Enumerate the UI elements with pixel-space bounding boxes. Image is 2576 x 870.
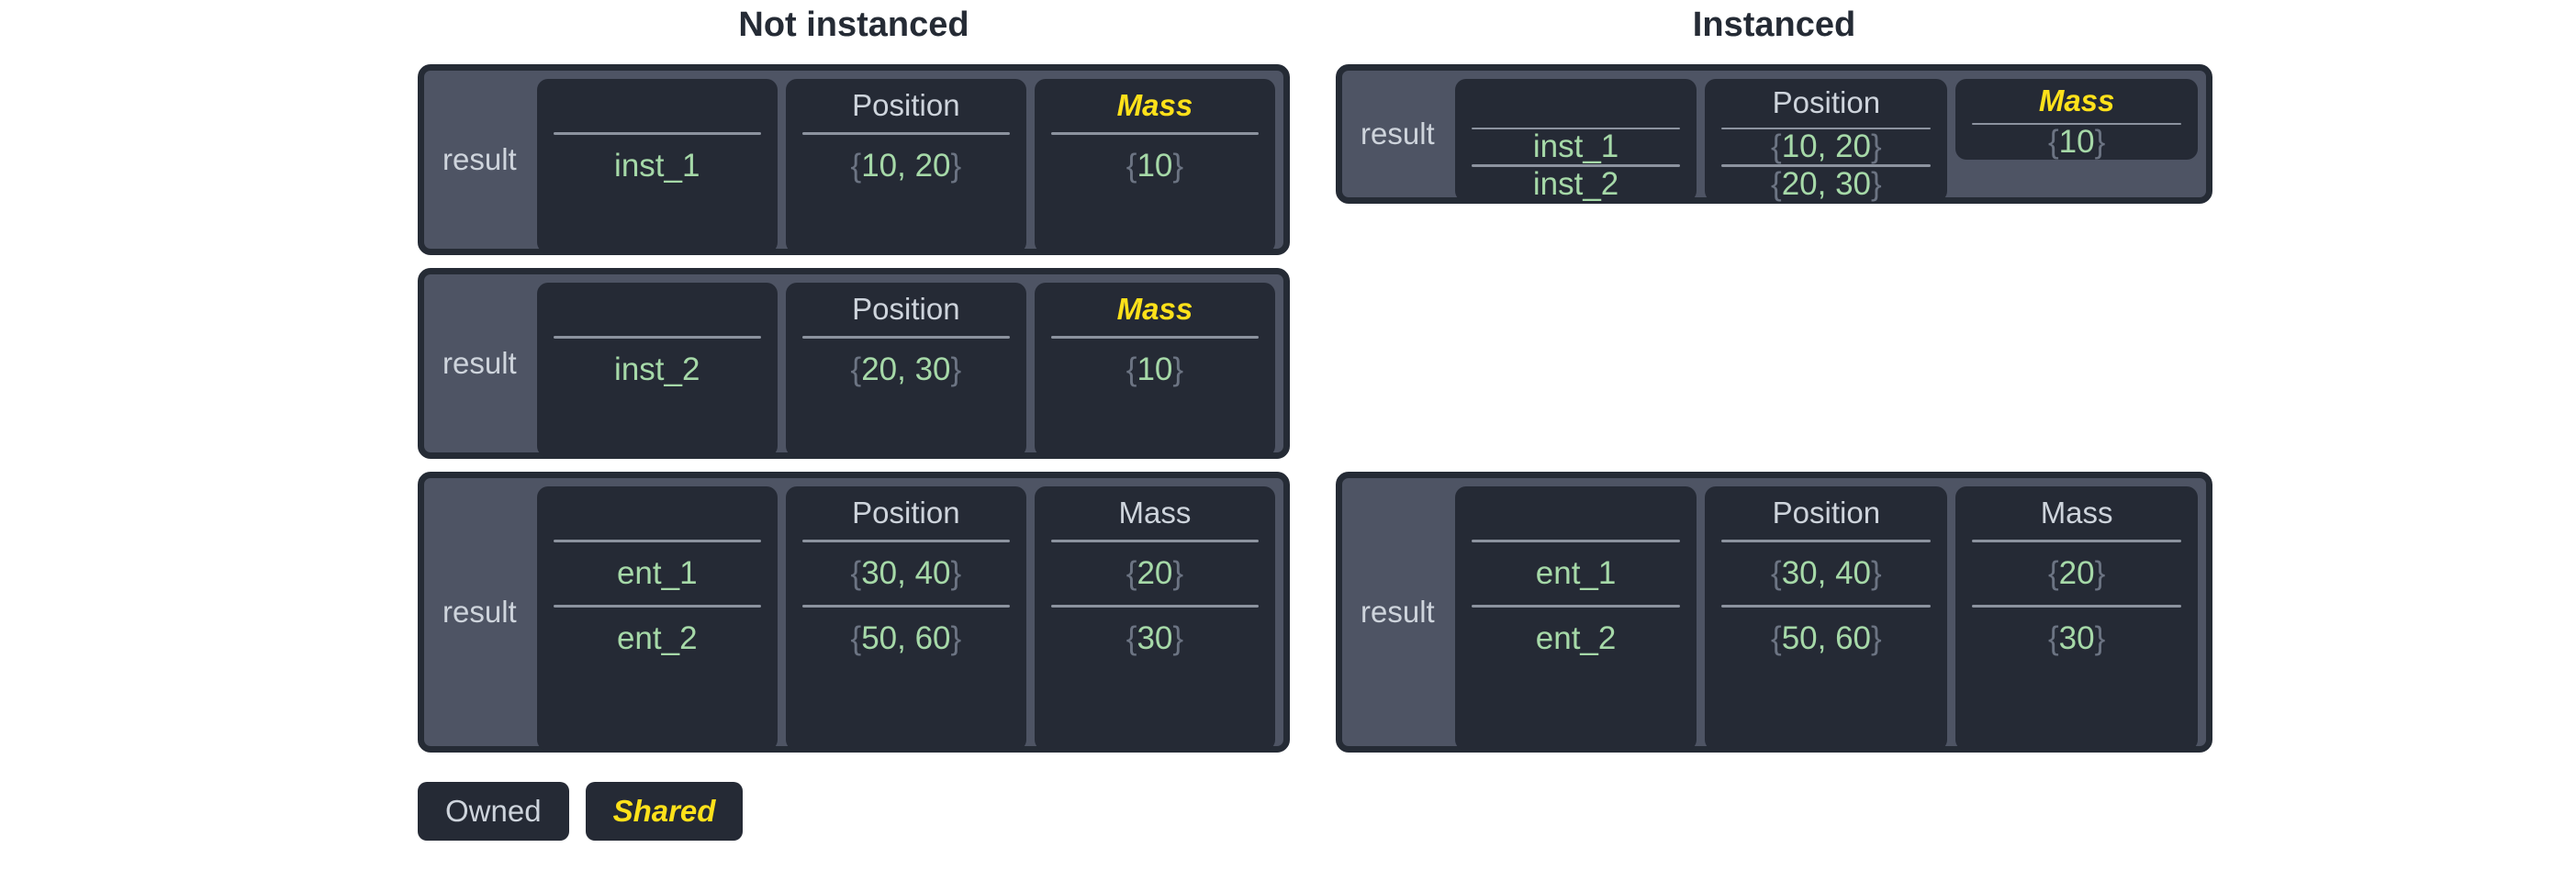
table-cell-name: inst_1 [614,148,700,184]
row-rule [801,605,1010,608]
table-cell-position: {50, 60} [850,620,962,656]
table-left-inst-1: result inst_1 Position {10, 20} Mass {10… [418,64,1290,255]
row-rule [1471,605,1681,608]
table-cell-position: {10, 20} [850,148,962,184]
header-rule [1471,540,1681,542]
column-position: Position {30, 40} {50, 60} [1705,486,1948,751]
table-left-inst-2: result inst_2 Position {20, 30} Mass {10… [418,268,1290,459]
column-header-position: Position [852,292,960,326]
column-title-instanced: Instanced [1692,6,1856,44]
header-rule [1972,540,2181,542]
header-rule [801,540,1010,542]
columns-container: ent_1 ent_2 Position {30, 40} {50, 60} M… [536,478,1283,751]
column-header-position: Position [852,88,960,122]
header-rule [553,540,761,542]
column-header-position: Position [852,496,960,530]
column-position: Position {10, 20} [785,79,1026,253]
header-rule [1721,127,1932,130]
table-cell-name: inst_2 [614,351,700,387]
row-rule [553,605,761,608]
table-cell-mass: {10} [2047,124,2106,160]
result-label: result [442,142,517,176]
header-rule [1050,540,1259,542]
column-header-position: Position [1772,85,1881,120]
column-mass: Mass {10} [1034,79,1275,253]
legend-chip-owned: Owned [418,782,569,841]
column-title-not-instanced: Not instanced [738,6,969,44]
header-rule [1721,540,1932,542]
table-cell-position: {10, 20} [1770,128,1882,165]
table-cell-mass: {20} [1126,555,1184,591]
legend: Owned Shared [418,782,744,841]
table-cell-name: ent_2 [616,620,698,656]
table-cell-position: {20, 30} [850,351,962,387]
column-position: Position {10, 20} {20, 30} [1705,79,1948,202]
result-label: result [442,346,517,380]
row-rule [1721,164,1932,167]
row-rule [1471,164,1681,167]
column-header-name [1472,486,1681,540]
table-cell-mass: {10} [1126,148,1184,184]
table-cell-position: {20, 30} [1770,166,1882,202]
header-rule [553,336,761,339]
column-header-name [554,283,761,336]
table-cell-name: inst_2 [1532,166,1619,202]
column-mass: Mass {20} {30} [1034,486,1275,751]
columns-container: ent_1 ent_2 Position {30, 40} {50, 60} M… [1454,478,2206,751]
table-cell-mass: {30} [2047,620,2106,656]
table-cell-name: ent_1 [616,555,698,591]
column-position: Position {20, 30} [785,283,1026,457]
result-label: result [1361,117,1435,151]
column-name: ent_1 ent_2 [536,486,778,751]
column-header-mass: Mass [2038,83,2115,117]
row-rule [1972,605,2181,608]
header-rule [1050,336,1259,339]
column-header-mass: Mass [2040,496,2113,530]
table-cell-position: {50, 60} [1770,620,1882,656]
column-name: inst_1 [536,79,778,253]
column-header-mass: Mass [1116,292,1193,326]
table-right-entities: result ent_1 ent_2 Position {30, 40} {50… [1336,472,2212,753]
header-rule [553,132,761,135]
column-mass: Mass {20} {30} [1955,486,2198,751]
column-header-name [1472,79,1681,128]
column-mass-shared: Mass {10} [1955,79,2198,160]
column-name: inst_2 [536,283,778,457]
header-rule [801,132,1010,135]
columns-container: inst_2 Position {20, 30} Mass {10} [536,274,1283,457]
result-label: result [442,595,517,629]
table-left-entities: result ent_1 ent_2 Position {30, 40} {50… [418,472,1290,753]
column-header-mass: Mass [1116,88,1193,122]
column-position: Position {30, 40} {50, 60} [785,486,1026,751]
column-header-name [554,79,761,132]
column-header-mass: Mass [1118,496,1192,530]
column-name: inst_1 inst_2 [1454,79,1697,202]
table-cell-name: ent_2 [1535,620,1617,656]
column-header-position: Position [1772,496,1881,530]
table-cell-mass: {10} [1126,351,1184,387]
columns-container: inst_1 Position {10, 20} Mass {10} [536,71,1283,253]
header-rule [1050,132,1259,135]
header-rule [801,336,1010,339]
table-cell-position: {30, 40} [850,555,962,591]
column-name: ent_1 ent_2 [1454,486,1697,751]
column-header-name [554,486,761,540]
row-rule [1050,605,1259,608]
header-rule [1471,127,1681,130]
table-cell-name: ent_1 [1535,555,1617,591]
header-rule [1972,122,2181,125]
row-rule [1721,605,1932,608]
table-cell-position: {30, 40} [1770,555,1882,591]
legend-chip-shared: Shared [585,782,744,841]
table-right-instances: result inst_1 inst_2 Position {10, 20} {… [1336,64,2212,204]
columns-container: inst_1 inst_2 Position {10, 20} {20, 30}… [1454,71,2206,202]
table-cell-name: inst_1 [1532,128,1619,165]
column-mass: Mass {10} [1034,283,1275,457]
result-label: result [1361,595,1435,629]
table-cell-mass: {30} [1126,620,1184,656]
table-cell-mass: {20} [2047,555,2106,591]
